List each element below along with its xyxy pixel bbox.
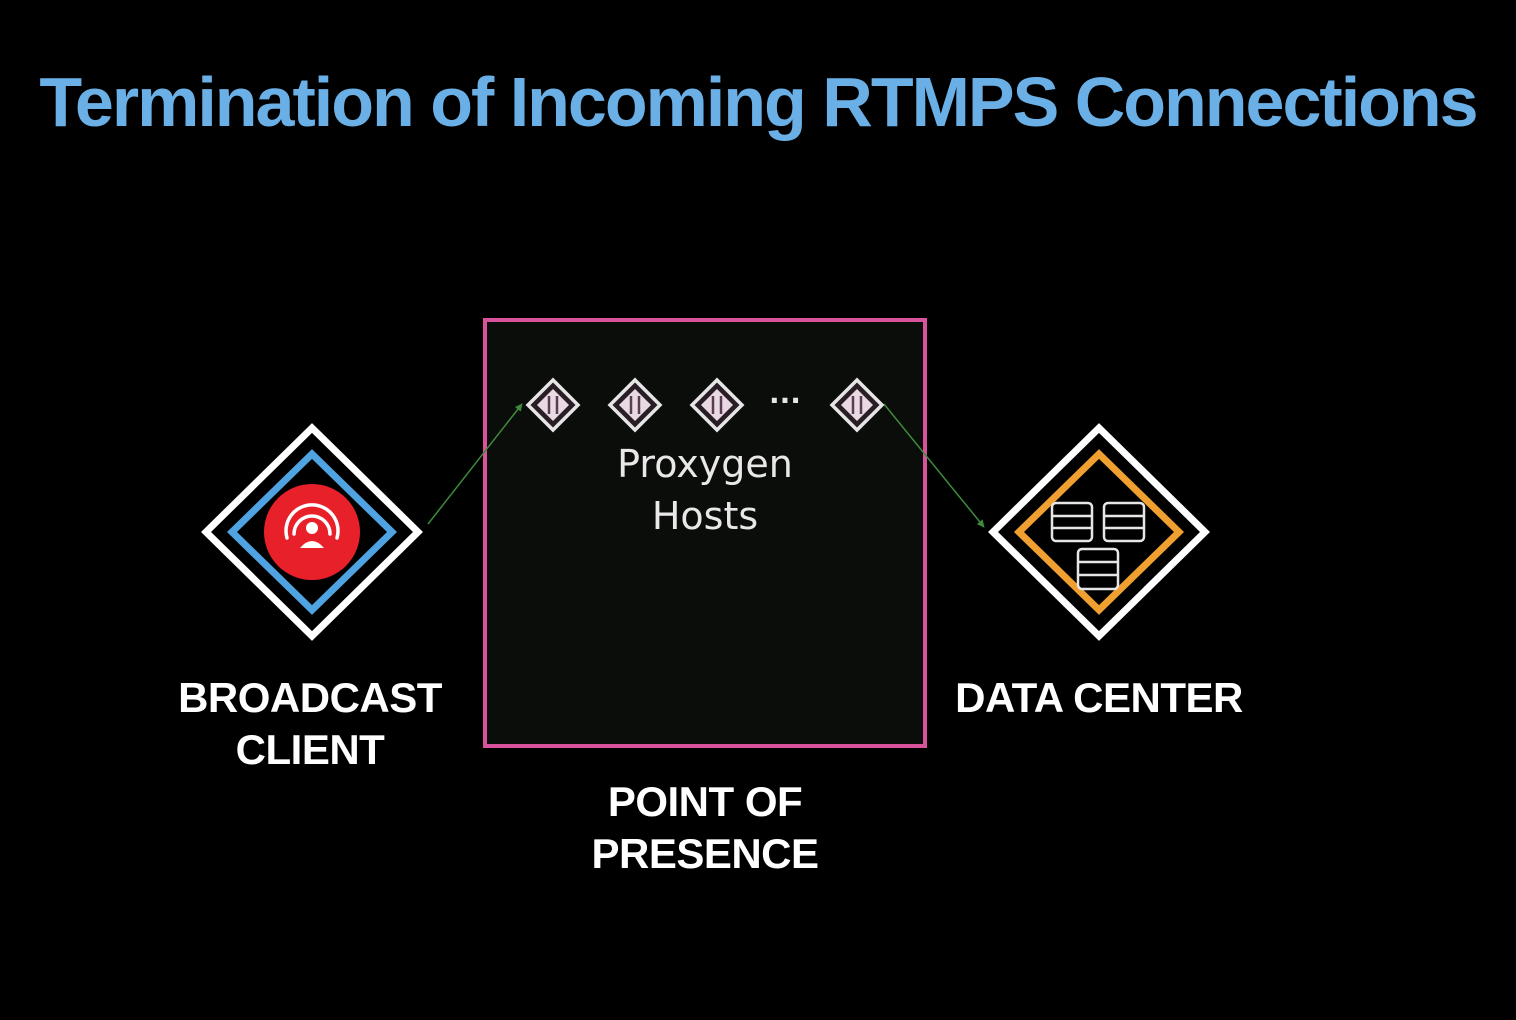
proxy-host-icon [711,396,723,414]
proxygen-host-3 [689,377,745,433]
proxygen-hosts-label-line1: Proxygen [617,442,793,486]
data-center-label-text: DATA CENTER [955,674,1243,721]
proxy-to-datacenter-connection [883,403,985,528]
server-rack-icon [1050,501,1146,591]
point-of-presence-label-line2: PRESENCE [591,830,819,877]
proxygen-host-1 [525,377,581,433]
point-of-presence-label-line1: POINT OF [607,778,803,825]
proxy-host-icon [547,396,559,414]
proxy-host-icon [851,396,863,414]
proxygen-hosts-label: Proxygen Hosts [555,438,855,542]
broadcast-client-label: BROADCAST CLIENT [160,672,460,776]
hosts-ellipsis: ··· [769,384,801,417]
proxygen-hosts-label-line2: Hosts [651,494,759,538]
proxygen-host-4 [829,377,885,433]
proxy-host-icon [629,396,641,414]
broadcast-client-label-line1: BROADCAST [178,674,442,721]
point-of-presence-label: POINT OF PRESENCE [555,776,855,880]
data-center-node [988,423,1210,641]
client-to-proxy-connection [427,403,523,525]
data-center-label: DATA CENTER [949,672,1249,724]
slide-title: Termination of Incoming RTMPS Connection… [39,63,1478,141]
live-broadcast-icon [264,484,360,580]
broadcast-client-label-line2: CLIENT [235,726,385,773]
proxygen-host-2 [607,377,663,433]
broadcast-client-node [201,423,423,641]
